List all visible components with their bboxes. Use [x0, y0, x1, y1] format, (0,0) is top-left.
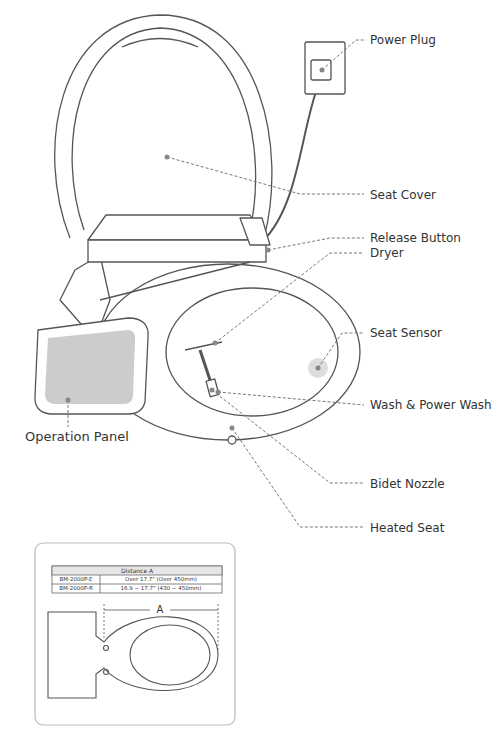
table-rule — [100, 575, 101, 593]
part-label: Bidet Nozzle — [370, 478, 445, 490]
part-label: Seat Sensor — [370, 327, 442, 339]
leader-dot — [213, 341, 218, 346]
inset-frame — [35, 543, 235, 725]
leader-dot — [320, 68, 325, 73]
seat-join — [100, 262, 250, 300]
leader-dot — [216, 390, 221, 395]
leader-dot — [266, 248, 271, 253]
leader-dot — [66, 398, 71, 403]
operation-panel-face — [45, 330, 135, 404]
part-label: Release Button — [370, 232, 461, 244]
dimension-extension — [104, 604, 105, 640]
leader-line — [68, 400, 69, 427]
table-cell: BM-2000P-R — [59, 586, 93, 592]
seat-opening-top-view — [130, 625, 210, 685]
part-label: Heated Seat — [370, 522, 444, 534]
leader-line — [167, 157, 364, 194]
seat-sensor-spot — [308, 358, 328, 378]
release-button-shape — [240, 218, 270, 245]
leader-line — [218, 392, 364, 405]
table-cell: Over 17.7" (Over 450mm) — [125, 577, 197, 583]
table-rule — [52, 584, 222, 585]
bowl-opening — [166, 288, 338, 416]
leader-dot — [316, 366, 321, 371]
leader-line — [215, 253, 364, 343]
wall-outlet — [305, 42, 345, 94]
mount-hole — [104, 646, 109, 651]
part-label: Operation Panel — [25, 430, 129, 443]
dimension-label: A — [157, 605, 164, 615]
seat-foot — [228, 436, 236, 444]
seat-top-view — [48, 612, 218, 698]
seat-cover-outline — [55, 15, 272, 238]
leader-line — [322, 40, 366, 70]
seat-cover-inner — [72, 28, 255, 230]
hinge-front — [88, 240, 266, 262]
leader-dot — [165, 155, 170, 160]
leader-line — [232, 428, 364, 527]
plug-head — [311, 60, 331, 80]
table-header-row — [52, 566, 222, 575]
table-cell: 16.9 ~ 17.7" (430 ~ 450mm) — [121, 586, 202, 592]
leader-line — [318, 333, 364, 368]
spec-table — [52, 566, 222, 593]
part-label: Seat Cover — [370, 189, 436, 201]
leader-line — [268, 238, 364, 250]
table-cell: BM-2000P-E — [59, 577, 92, 583]
part-label: Wash & Power Wash — [370, 399, 492, 411]
dimension-gap — [150, 604, 170, 615]
leader-dot — [230, 426, 235, 431]
table-cell: Distance A — [121, 568, 153, 574]
part-label: Power Plug — [370, 34, 436, 46]
mount-hole — [104, 670, 109, 675]
seat-cover-handle — [122, 39, 198, 48]
hinge-top — [88, 215, 266, 240]
dimension-extension — [218, 604, 219, 650]
operation-panel-shape — [35, 318, 148, 414]
leader-line — [212, 390, 364, 483]
leader-dot — [210, 388, 215, 393]
part-label: Dryer — [370, 247, 404, 259]
